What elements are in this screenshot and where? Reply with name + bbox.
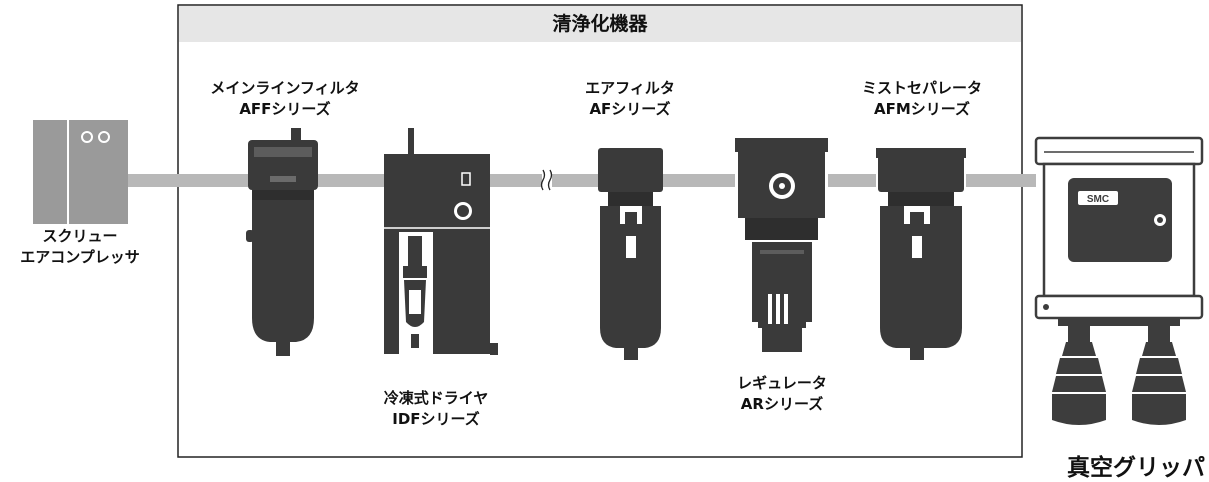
mist-separator-label-line1: ミストセパレータ [861,79,982,97]
main-filter-label-line2: AFFシリーズ [239,100,331,118]
compressor-label-line2: エアコンプレッサ [20,248,140,266]
main-filter-label-line1: メインラインフィルタ [210,79,360,97]
dryer-label: 冷凍式ドライヤ IDFシリーズ [366,388,506,430]
main-line-filter-icon [246,128,318,356]
mist-separator-label: ミストセパレータ AFMシリーズ [842,78,1002,120]
dryer-label-line1: 冷凍式ドライヤ [383,389,489,407]
regulator-icon [735,138,828,352]
air-filter-label-line2: AFシリーズ [589,100,671,118]
regulator-label-line1: レギュレータ [737,374,827,392]
mist-separator-label-line2: AFMシリーズ [873,100,971,118]
dryer-label-line2: IDFシリーズ [392,410,480,428]
air-filter-icon [598,148,663,360]
vacuum-gripper-icon [1034,136,1204,425]
frame-header [179,6,1021,42]
air-filter-label: エアフィルタ AFシリーズ [570,78,690,120]
frame-title: 清浄化機器 [552,13,648,35]
compressor-label-line1: スクリュー [42,227,118,245]
main-filter-label: メインラインフィルタ AFFシリーズ [195,78,375,120]
regulator-label: レギュレータ ARシリーズ [722,373,842,415]
air-filter-label-line1: エアフィルタ [585,79,675,97]
pipe-break-icon [540,169,553,191]
mist-separator-icon [876,148,966,360]
compressor-icon [33,120,128,224]
refrigerated-dryer-icon [384,128,498,355]
gripper-label: 真空グリッパ [1067,455,1205,481]
compressor-label: スクリュー エアコンプレッサ [10,226,150,268]
gripper-logo: SMC [1087,194,1109,205]
pipes [128,174,1036,187]
regulator-label-line2: ARシリーズ [740,395,824,413]
